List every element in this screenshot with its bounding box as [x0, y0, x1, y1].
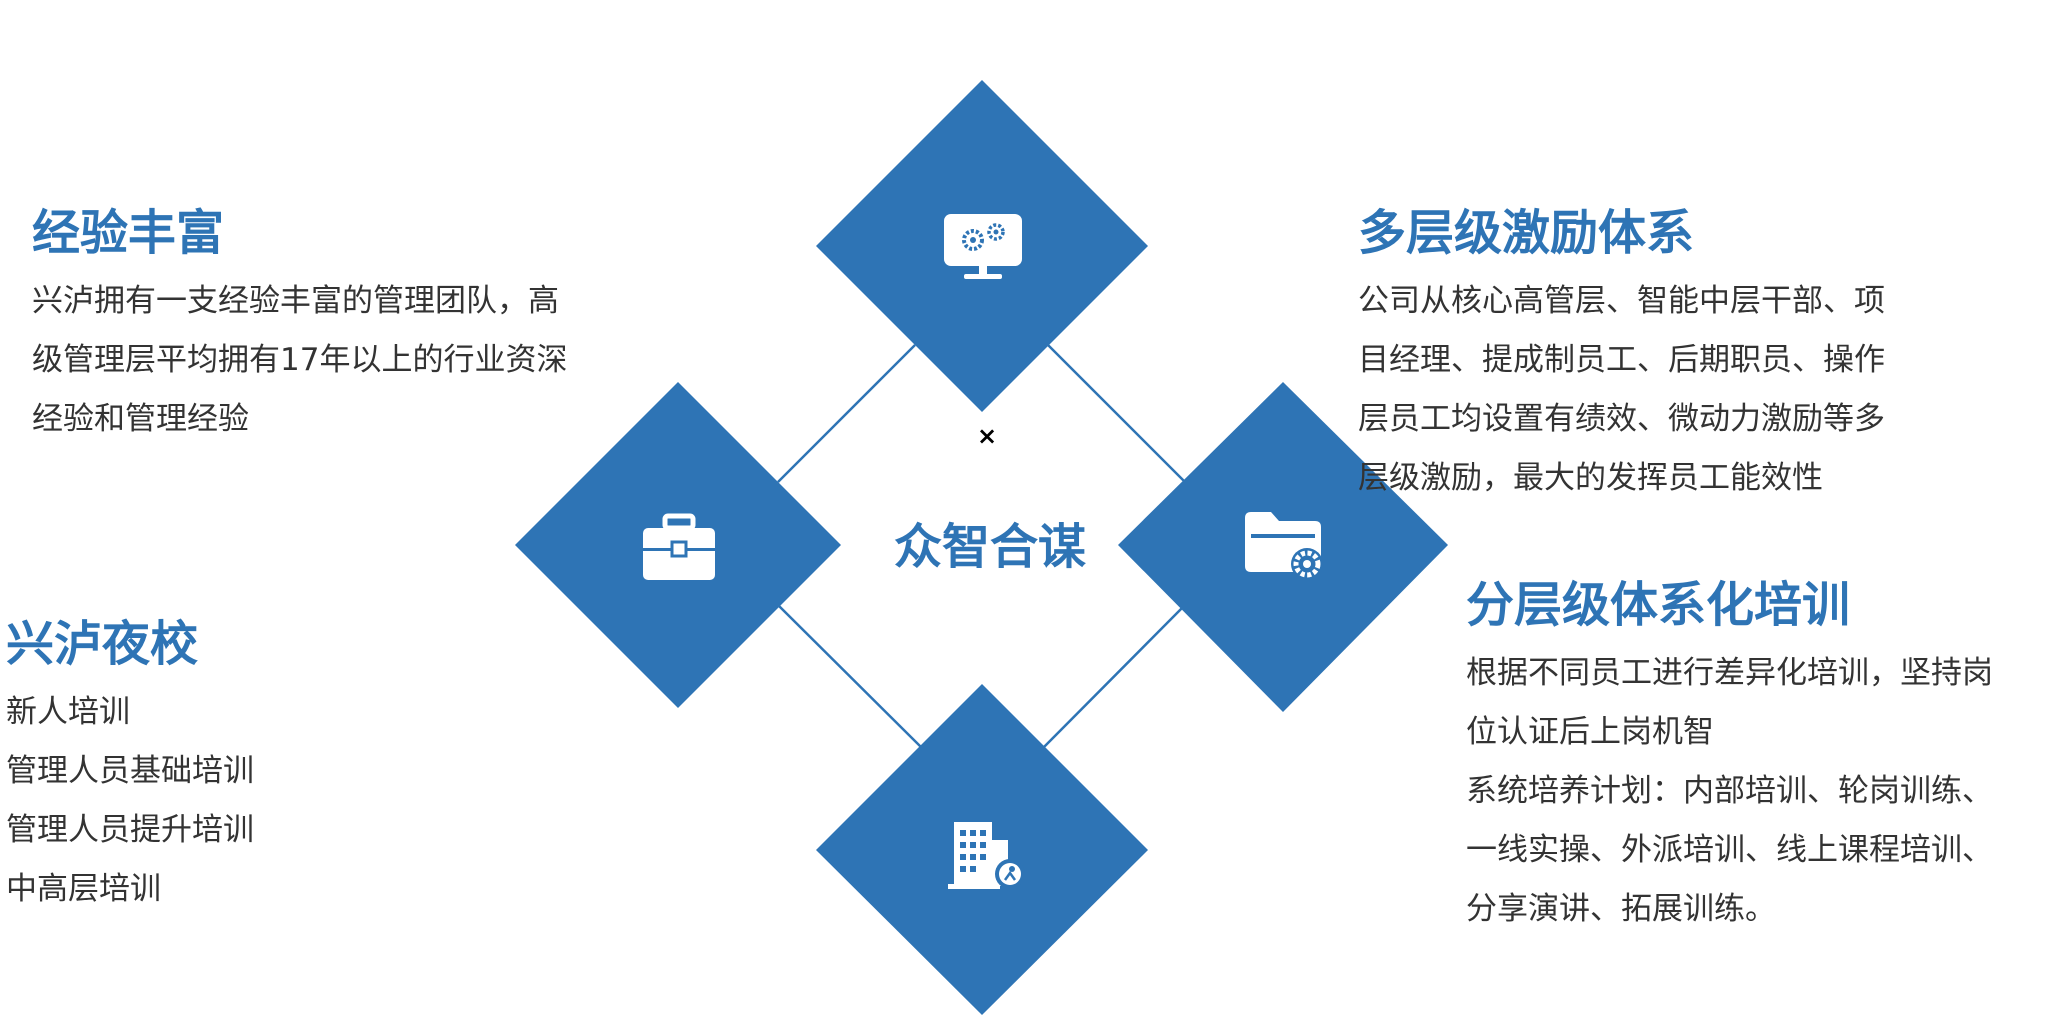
- training-description: 根据不同员工进行差异化培训，坚持岗 位认证后上岗机智 系统培养计划：内部培训、轮…: [1466, 644, 1993, 939]
- list-item: 新人培训: [6, 694, 130, 730]
- folder-settings-icon: [1245, 512, 1323, 580]
- text-line: 级管理层平均拥有17年以上的行业资深: [32, 342, 568, 378]
- text-line: 一线实操、外派培训、线上课程培训、: [1466, 832, 1993, 868]
- text-line: 经验和管理经验: [32, 401, 249, 437]
- text-line: 分享演讲、拓展训练。: [1466, 891, 1776, 927]
- connector-top-right: [1047, 344, 1186, 483]
- night-school-list: 新人培训 管理人员基础培训 管理人员提升培训 中高层培训: [6, 683, 254, 919]
- connector-bottom-right: [1042, 604, 1186, 749]
- experience-title: 经验丰富: [32, 205, 225, 261]
- list-item: 中高层培训: [6, 871, 161, 907]
- night-school-title: 兴泸夜校: [6, 616, 199, 672]
- text-line: 兴泸拥有一支经验丰富的管理团队，高: [32, 283, 559, 319]
- text-line: 目经理、提成制员工、后期职员、操作: [1358, 342, 1885, 378]
- list-item: 管理人员基础培训: [6, 753, 254, 789]
- text-line: 系统培养计划：内部培训、轮岗训练、: [1466, 773, 1993, 809]
- text-line: 层级激励，最大的发挥员工能效性: [1358, 460, 1823, 496]
- close-icon[interactable]: ×: [976, 422, 998, 450]
- text-line: 根据不同员工进行差异化培训，坚持岗: [1466, 655, 1993, 691]
- briefcase-icon: [643, 513, 715, 580]
- text-line: 层员工均设置有绩效、微动力激励等多: [1358, 401, 1885, 437]
- building-person-icon: [948, 822, 1025, 889]
- center-label: 众智合谋: [893, 519, 1086, 575]
- connector-bottom-left: [777, 604, 923, 749]
- text-line: 公司从核心高管层、智能中层干部、项: [1358, 283, 1885, 319]
- monitor-gears-icon: [944, 214, 1022, 279]
- incentive-description: 公司从核心高管层、智能中层干部、项 目经理、提成制员工、后期职员、操作 层员工均…: [1358, 272, 1885, 508]
- experience-description: 兴泸拥有一支经验丰富的管理团队，高 级管理层平均拥有17年以上的行业资深 经验和…: [32, 272, 567, 449]
- incentive-title: 多层级激励体系: [1358, 205, 1695, 261]
- connector-top-left: [777, 344, 916, 483]
- connector-lines: [777, 344, 1186, 749]
- text-line: 位认证后上岗机智: [1466, 714, 1714, 750]
- list-item: 管理人员提升培训: [6, 812, 254, 848]
- training-title: 分层级体系化培训: [1466, 577, 1851, 633]
